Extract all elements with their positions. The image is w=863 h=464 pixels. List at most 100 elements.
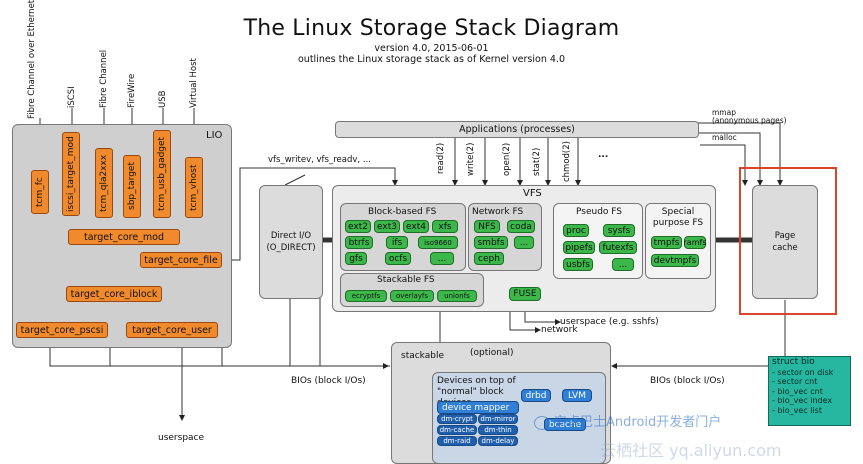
iscsi-target-mod-box: iscsi_target_mod	[62, 132, 80, 216]
dm-raid-box: dm-raid	[437, 436, 477, 446]
bcache-box: bcache	[544, 418, 586, 431]
direct-io-panel: Direct I/O (O_DIRECT)	[259, 185, 323, 299]
fs-smbfs: smbfs	[474, 236, 508, 249]
fs-ifs: ifs	[386, 236, 408, 249]
fs-futexfs: futexfs	[599, 241, 637, 254]
dm-crypt-box: dm-crypt	[437, 414, 477, 424]
watermark-line1: 安卓巴士Android开发者门户	[534, 411, 721, 430]
fs-tmpfs: tmpfs	[651, 236, 682, 249]
page-cache-label: Page cache	[772, 231, 798, 253]
fs-pseudo-more: ...	[612, 258, 634, 271]
stackable-fs-label: Stackable FS	[377, 275, 435, 285]
fs-coda: coda	[507, 220, 535, 233]
fs-more: ...	[430, 252, 454, 265]
applications-bar: Applications (processes)	[335, 121, 699, 138]
network-fs-label: Network FS	[472, 207, 524, 217]
fs-ramfs: ramfs	[683, 236, 707, 249]
userspace-label: userspace	[158, 433, 205, 443]
fs-nfs: NFS	[474, 220, 500, 233]
page-title: The Linux Storage Stack Diagram	[243, 16, 620, 41]
version-text: version 4.0, 2015-06-01	[374, 43, 489, 54]
fs-ext4: ext4	[403, 220, 429, 233]
optional-label: (optional)	[470, 348, 514, 358]
target-core-user-box: target_core_user	[126, 322, 218, 338]
anon-pages-label: (anonymous pages)	[712, 116, 787, 125]
outline-text: outlines the Linux storage stack as of K…	[297, 54, 565, 65]
block-based-fs-label: Block-based FS	[368, 207, 437, 217]
struct-bio-line: - sector cnt	[772, 377, 818, 386]
tcm-qla2xxx-box: tcm_qla2xxx	[95, 148, 113, 218]
fs-net-more: ...	[514, 236, 534, 249]
vfs-calls-label: vfs_writev, vfs_readv, ...	[268, 155, 371, 165]
lio-label: LIO	[206, 130, 223, 141]
watermark-text-1: 安卓巴士Android开发者门户	[554, 415, 722, 430]
target-core-iblock-box: target_core_iblock	[66, 286, 162, 302]
fs-gfs: gfs	[345, 252, 367, 265]
wechat-icon	[534, 415, 550, 430]
transport-iscsi: iSCSI	[67, 86, 77, 108]
syscall-chmod: chmod(2)	[562, 141, 572, 182]
dm-cache-box: dm-cache	[437, 425, 477, 435]
syscall-read: read(2)	[436, 142, 446, 174]
fs-ocfs: ocfs	[385, 252, 411, 265]
transport-fcoe: Fibre Channel over Ethernet	[27, 0, 37, 119]
transport-firewire: FireWire	[127, 73, 137, 108]
fs-devtmpfs: devtmpfs	[651, 254, 699, 267]
transport-usb: USB	[158, 90, 168, 108]
struct-bio-line: - sector on disk	[772, 367, 834, 377]
fs-iso9660: iso9660	[418, 236, 458, 249]
struct-bio-line: - bio_vec index	[772, 396, 833, 405]
mmap-label: mmap	[712, 108, 736, 117]
fs-ecryptfs: ecryptfs	[345, 290, 387, 302]
vfs-label: VFS	[523, 188, 542, 199]
fs-xfs: xfs	[432, 220, 458, 233]
fs-proc: proc	[563, 224, 589, 237]
dm-thin-box: dm-thin	[478, 425, 518, 435]
fs-btrfs: btrfs	[345, 236, 373, 249]
applications-label: Applications (processes)	[459, 124, 575, 135]
fs-unionfs: unionfs	[437, 290, 477, 302]
dm-mirror-box: dm-mirror	[478, 414, 518, 424]
fs-usbfs: usbfs	[563, 258, 593, 271]
direct-io-sub: (O_DIRECT)	[266, 243, 316, 253]
device-mapper-box: device mapper	[437, 401, 519, 414]
fs-ext2: ext2	[345, 220, 371, 233]
bios-right-label: BIOs (block I/Os)	[650, 376, 725, 386]
transport-virtual-host: Virtual Host	[189, 58, 199, 108]
struct-bio-box: struct bio - sector on disk - sector cnt…	[768, 356, 851, 426]
userspace-sshfs-label: userspace (e.g. sshfs)	[560, 317, 659, 327]
network-label: network	[541, 325, 578, 335]
fuse-box: FUSE	[509, 287, 541, 301]
drbd-box: drbd	[521, 389, 551, 402]
struct-bio-title: struct bio	[772, 357, 815, 367]
struct-bio-line: - bio_vec cnt	[772, 386, 823, 396]
fs-ext3: ext3	[374, 220, 400, 233]
target-core-mod-box: target_core_mod	[68, 229, 180, 245]
fs-sysfs: sysfs	[603, 224, 635, 237]
syscall-open: open(2)	[502, 142, 512, 176]
syscall-stat: stat(2)	[532, 147, 542, 176]
tcm-usb-gadget-box: tcm_usb_gadget	[153, 130, 171, 218]
target-core-pscsi-box: target_core_pscsi	[16, 322, 108, 338]
page-cache-panel: Page cache	[752, 185, 818, 299]
fs-overlayfs: overlayfs	[390, 290, 434, 302]
lvm-box: LVM	[562, 389, 592, 402]
tcm-vhost-box: tcm_vhost	[185, 157, 203, 218]
transport-fibre-channel: Fibre Channel	[99, 49, 109, 108]
sbp-target-box: sbp_target	[123, 155, 141, 218]
special-fs-label: Special purpose FS	[652, 207, 704, 228]
syscall-write: write(2)	[466, 142, 476, 176]
stackable-label: stackable	[401, 351, 445, 361]
watermark-line2: 云栖社区 yq.aliyun.com	[600, 441, 782, 460]
struct-bio-line: - bio_vec list	[772, 405, 822, 415]
fs-ceph: ceph	[474, 252, 504, 265]
syscall-more: ...	[598, 150, 609, 160]
malloc-label: malloc	[712, 133, 737, 142]
dm-delay-box: dm-delay	[478, 436, 518, 446]
bios-left-label: BIOs (block I/Os)	[291, 376, 366, 386]
tcm-fc-box: tcm_fc	[31, 170, 49, 214]
page-subtitle: version 4.0, 2015-06-01 outlines the Lin…	[0, 43, 863, 65]
direct-io-label: Direct I/O	[270, 231, 312, 241]
fs-pipefs: pipefs	[563, 241, 595, 254]
page-cache-highlight	[739, 167, 837, 315]
